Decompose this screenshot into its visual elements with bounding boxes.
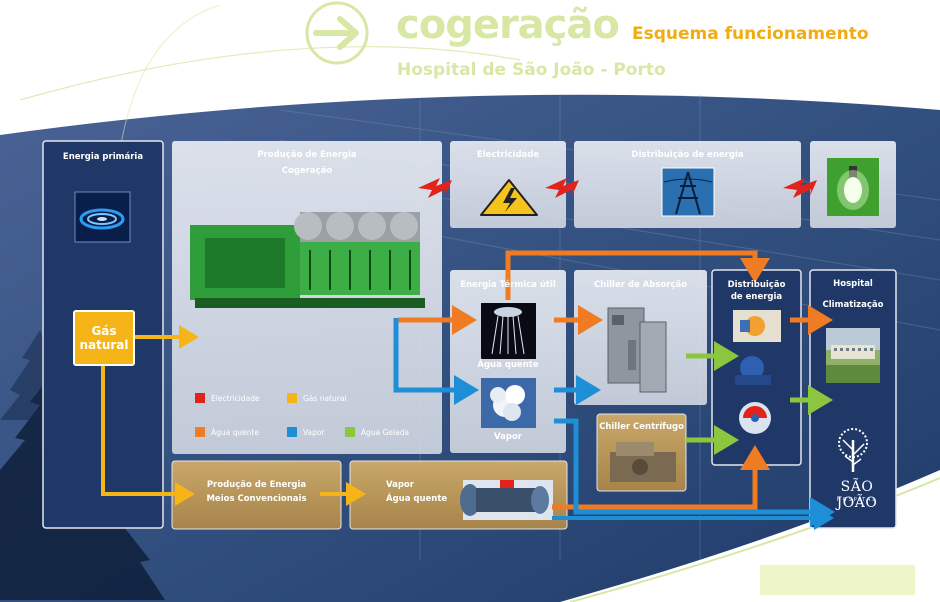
header-subtitle: Esquema funcionamento: [632, 24, 869, 44]
steam-water-label-2: Água quente: [386, 494, 448, 504]
legend-swatch-steam: [287, 427, 297, 437]
electricity-label: Electricidade: [476, 150, 540, 160]
header-title: cogeração: [396, 2, 620, 48]
hospital-building-icon: [826, 328, 880, 383]
gas-label: Gás natural: [79, 323, 129, 352]
header-swirl: [19, 46, 521, 101]
cogeneration-label-1: Produção de Energia: [257, 150, 357, 160]
conventional-label-2: Meios Convencionais: [206, 494, 307, 504]
high-voltage-icon: [480, 179, 538, 216]
distribution-right-label-2: de energia: [730, 292, 783, 302]
cogeneration-label-2: Cogeração: [281, 166, 333, 176]
pump-icon-1: [733, 310, 781, 342]
cogeneration-engine-icon: [190, 212, 425, 308]
absorption-chiller-icon: [607, 307, 667, 393]
hospital-label: Hospital: [833, 279, 873, 289]
steam-cloud-icon: [481, 378, 536, 428]
centrifugal-chiller-icon: [610, 442, 676, 482]
electricity-arrows: [418, 178, 817, 198]
gas-to-conventional-arrow: [101, 362, 195, 506]
legend-hot-water-label: Água quente: [211, 428, 260, 437]
hot-water-to-distribution-arrow: [505, 250, 770, 300]
distribution-top-label: Distribuição de energia: [631, 150, 744, 160]
legend-steam-label: Vapor: [303, 428, 325, 437]
header-swirl-2: [119, 4, 221, 151]
pump-icon-2: [735, 356, 771, 385]
distribution-right-label-1: Distribuição: [727, 280, 786, 290]
steam-arrow-1: [393, 318, 479, 405]
legend-chilled-water-label: Água Gelada: [361, 428, 410, 437]
hospital-tree-logo-icon: [838, 428, 868, 472]
legend-swatch-electricity: [195, 393, 205, 403]
power-pylon-icon: [661, 167, 715, 217]
electricity-arrow-1: [418, 178, 452, 198]
hot-water-shower-icon: [481, 303, 536, 359]
legend-swatch-gas: [287, 393, 297, 403]
pump-icon-3: [739, 402, 771, 434]
gas-flame-icon: [74, 191, 131, 243]
legend: [195, 393, 355, 437]
boiler-icon: [460, 480, 553, 520]
climatization-label: Climatização: [822, 300, 884, 310]
hot-water-label: Água quente: [477, 360, 539, 370]
legend-swatch-chilled-water: [345, 427, 355, 437]
conventional-label-1: Produção de Energia: [206, 480, 307, 490]
primary-energy-label: Energia primária: [62, 152, 144, 162]
gas-box: Gás natural: [73, 310, 135, 366]
logo-name: SÃO JOÃO: [836, 479, 878, 511]
legend-electricity-label: Electricidade: [211, 394, 260, 403]
absorption-chiller-label: Chiller de Absorção: [593, 280, 688, 290]
bottom-right-block: [760, 565, 915, 595]
legend-swatch-hot-water: [195, 427, 205, 437]
thermal-panel: [450, 270, 566, 453]
logo-subtitle: HOSPITAL: [836, 497, 878, 503]
arrow-logo-icon: [305, 1, 369, 65]
steam-label: Vapor: [494, 432, 522, 442]
conventional-hot-water-arrow: [552, 445, 770, 510]
steam-to-hospital-arrow: [554, 418, 835, 527]
steam-water-label-1: Vapor: [386, 480, 414, 490]
electricity-arrow-3: [783, 178, 817, 198]
electricity-arrow-2: [545, 178, 579, 198]
header-hospital: Hospital de São João - Porto: [397, 60, 666, 80]
centrifugal-chiller-label: Chiller Centrífugo: [599, 422, 684, 432]
thermal-label: Energia Térmica útil: [460, 280, 556, 290]
lightbulb-icon: [827, 158, 879, 216]
legend-gas-label: Gás natural: [303, 394, 347, 403]
